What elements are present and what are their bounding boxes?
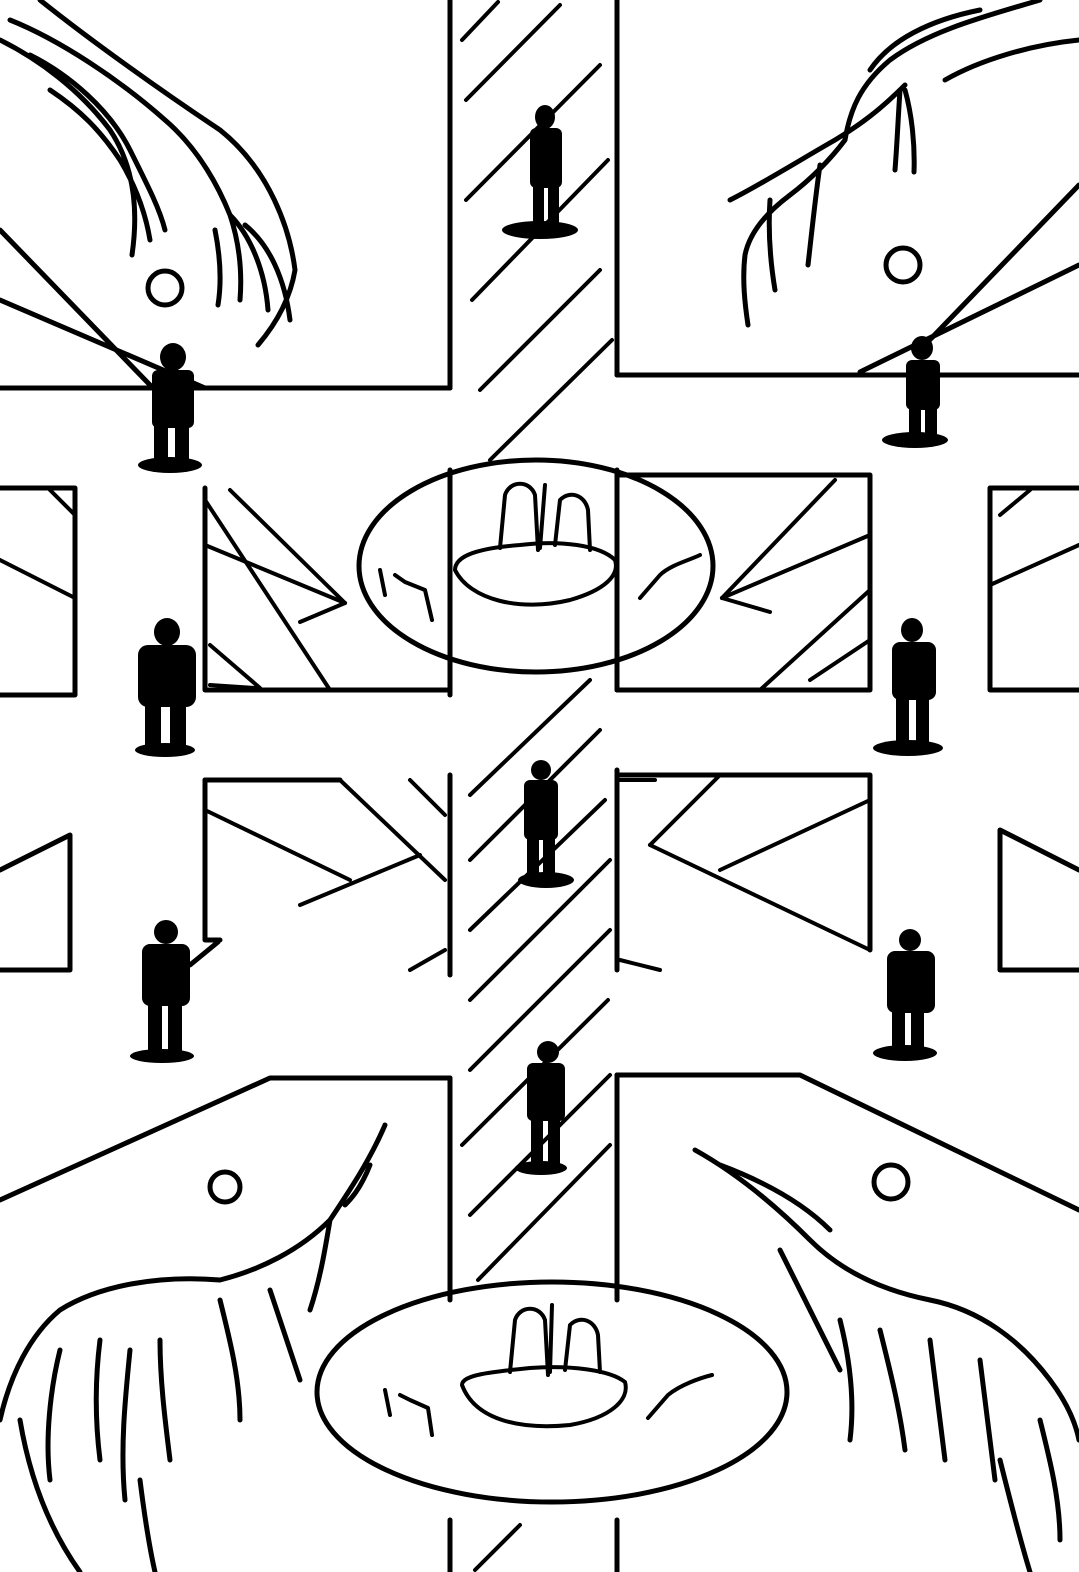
figure-upper-left bbox=[138, 343, 202, 473]
hand-bottom-left bbox=[0, 1122, 388, 1572]
hand-top-left bbox=[0, 0, 298, 348]
figure-mid-right bbox=[873, 618, 943, 756]
figure-center bbox=[518, 760, 574, 888]
figures bbox=[130, 105, 948, 1175]
figure-lower-right bbox=[873, 929, 937, 1061]
hand-top-right bbox=[727, 0, 1079, 328]
fountain-upper bbox=[356, 457, 716, 675]
ring-bottom-right bbox=[871, 1162, 911, 1202]
middle-band-upper bbox=[0, 472, 1079, 698]
figure-mid-left bbox=[135, 618, 196, 757]
panel-top-left bbox=[0, 0, 453, 391]
ring-top-right bbox=[883, 245, 923, 285]
figure-bottom-center bbox=[515, 1041, 567, 1175]
hand-bottom-right bbox=[692, 1147, 1079, 1572]
figure-top-center bbox=[502, 105, 578, 239]
figure-upper-right bbox=[882, 336, 948, 448]
fountain-lower bbox=[314, 1279, 790, 1505]
ring-top-left bbox=[145, 268, 185, 308]
panel-bottom-right bbox=[614, 1072, 1079, 1572]
middle-band-lower bbox=[0, 772, 1079, 973]
figure-lower-left bbox=[130, 920, 221, 1063]
panel-top-right bbox=[614, 0, 1079, 378]
panel-bottom-left bbox=[0, 1075, 453, 1572]
ring-bottom-left bbox=[207, 1169, 243, 1205]
